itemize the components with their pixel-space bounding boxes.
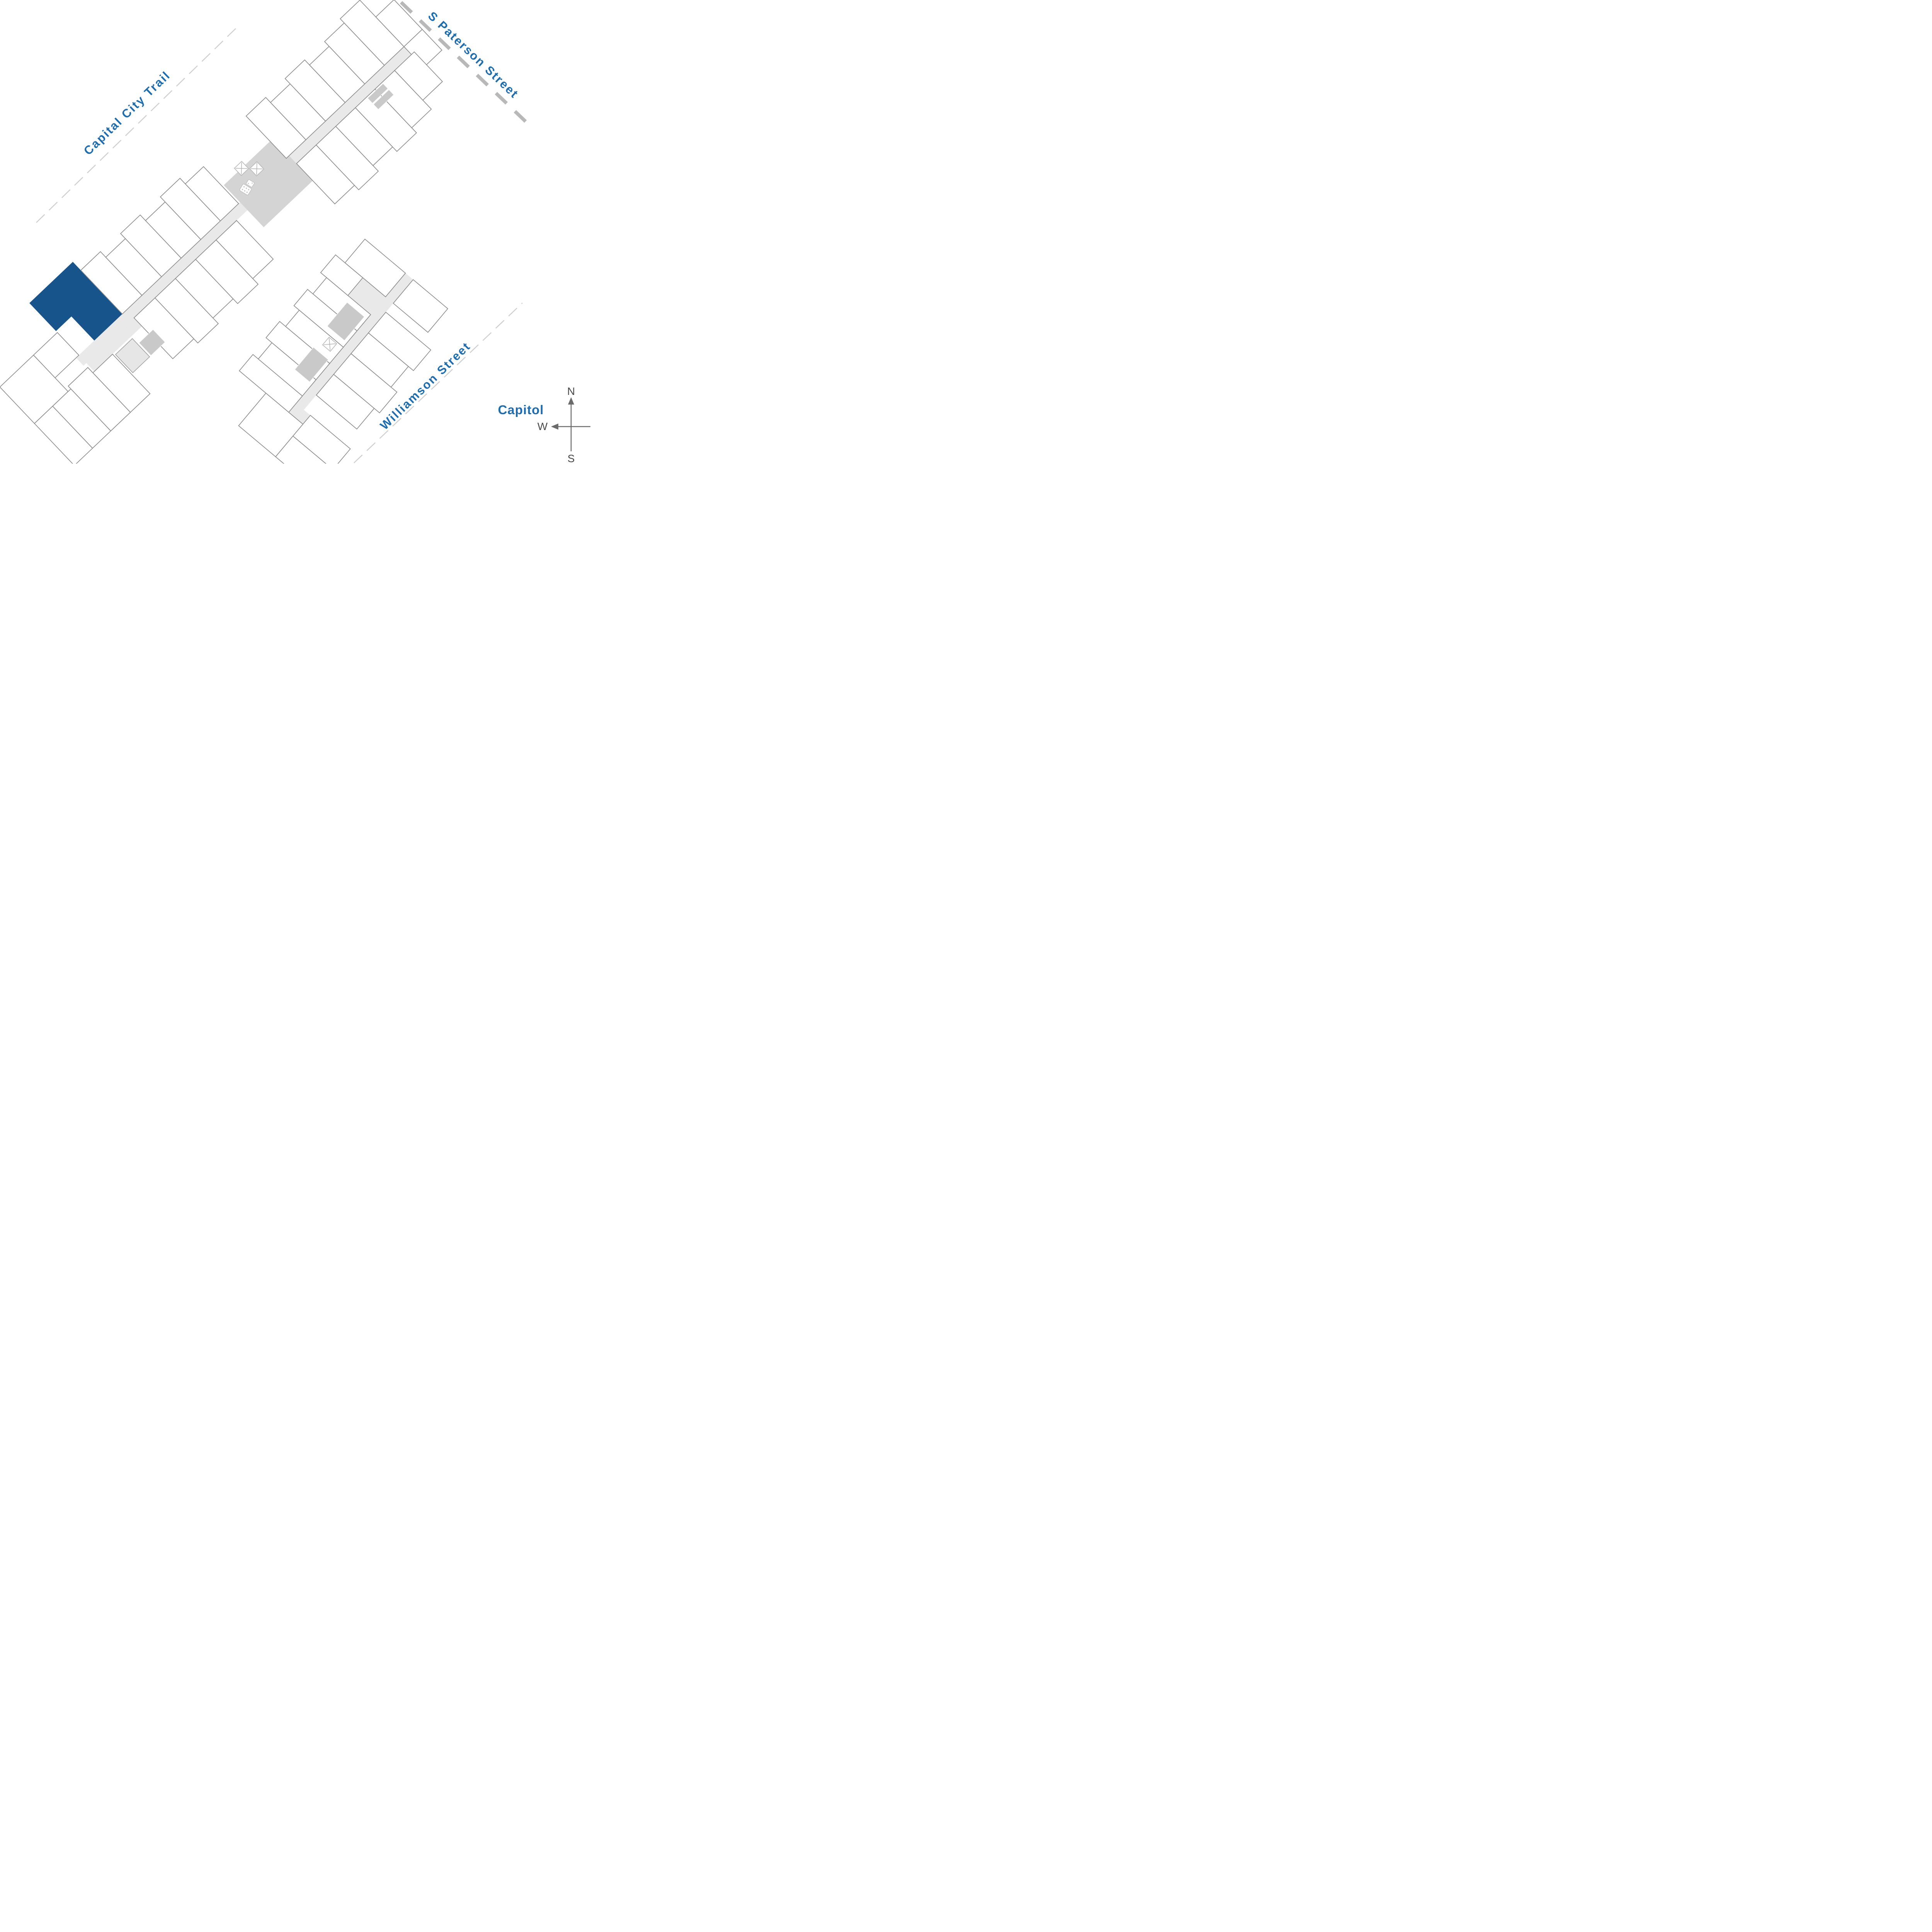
service-room-dark [294, 347, 329, 383]
building-west-and-north [0, 0, 443, 464]
stair-block [367, 83, 388, 104]
unit [344, 238, 406, 298]
amenity-area [224, 138, 313, 228]
elevator-icon [322, 337, 337, 352]
site-plan: Capital City Trail S Paterson Street Wil… [0, 0, 590, 464]
unit [92, 354, 151, 413]
highlighted-unit[interactable] [29, 262, 122, 355]
building-south [238, 238, 449, 464]
compass-s: S [568, 452, 575, 464]
compass-n: N [567, 385, 575, 397]
compass-rose: N E S W [537, 385, 590, 464]
service-room-dark [139, 329, 165, 356]
compass-west-arrow [551, 423, 558, 430]
unit [393, 279, 449, 333]
corridor-landing [348, 277, 386, 315]
dice-icon [239, 179, 255, 196]
unit [293, 415, 351, 464]
capitol-label: Capitol [498, 403, 544, 417]
unit [394, 51, 443, 101]
s-paterson-street-dashed-line [400, 1, 529, 125]
service-room-dark [327, 302, 365, 341]
unit [216, 220, 274, 279]
compass-w: W [537, 420, 548, 432]
corridor-stub-west [86, 318, 142, 372]
williamson-street-dashed-line [354, 303, 523, 463]
service-room [115, 338, 150, 373]
compass-north-arrow [568, 397, 574, 405]
capital-city-trail-dashed-line [36, 26, 238, 223]
unit [185, 166, 239, 221]
corridor-south [289, 273, 413, 419]
s-paterson-street-label: S Paterson Street [425, 9, 522, 101]
capital-city-trail-label: Capital City Trail [81, 68, 173, 158]
stair-block [373, 89, 394, 110]
elevator-icon [234, 161, 249, 176]
unit [368, 311, 432, 371]
elevator-icon [249, 161, 264, 177]
